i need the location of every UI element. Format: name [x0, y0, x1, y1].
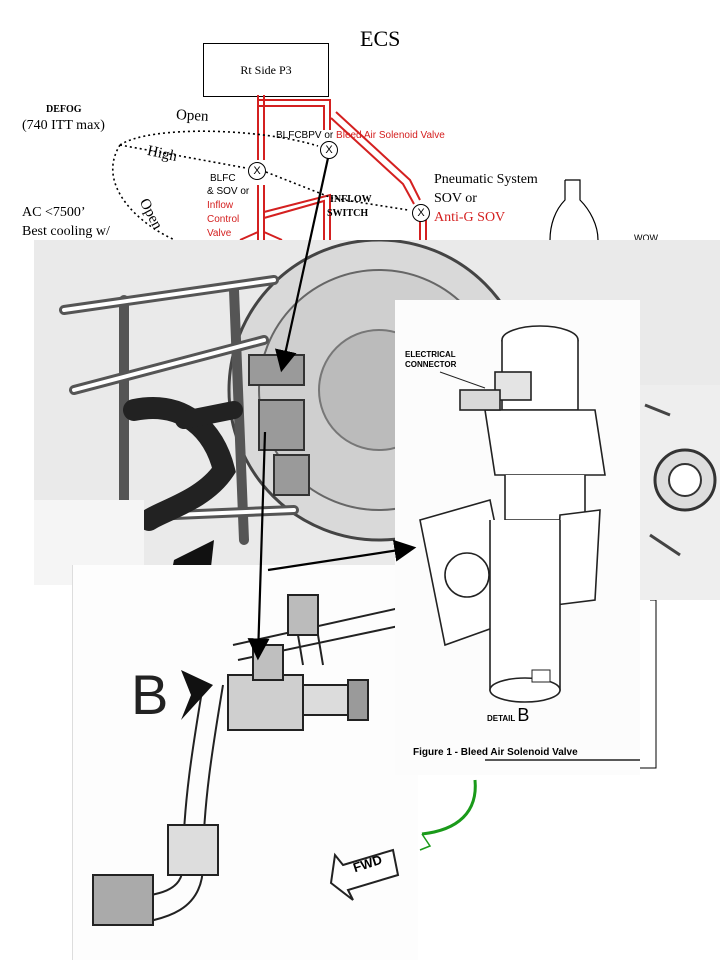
valve-x-marker-2: X [248, 162, 266, 180]
inflow-control-valve-2: Control [207, 214, 240, 225]
best-cooling-label: Best cooling w/ [22, 224, 110, 239]
arrow-to-detail [267, 539, 417, 572]
valve-sketch-illustration [73, 565, 418, 960]
inflow-control-valve-1: Inflow [207, 200, 234, 211]
pneumatic-system-label-2: SOV or [434, 191, 477, 206]
page-title: ECS [360, 26, 401, 51]
inflow-control-valve-3: Valve [207, 228, 232, 239]
wow-label: WOW [634, 233, 658, 243]
view-letter-b: B [131, 663, 169, 726]
electrical-connector-label-1: ELECTRICAL [405, 350, 456, 359]
valve-x-marker-3: X [412, 204, 430, 222]
blfc-label-2: & SOV or [207, 186, 250, 197]
coupling-illustration [640, 385, 720, 600]
defog-label: DEFOG [46, 104, 82, 115]
bleed-air-solenoid-valve-text: Bleed Air Solenoid Valve [336, 130, 445, 141]
rt-side-p3-label: Rt Side P3 [240, 62, 292, 77]
valve-sketch-panel: B FWD [72, 565, 418, 960]
itt-max-label: (740 ITT max) [22, 118, 105, 133]
green-arrow [421, 779, 477, 836]
blfcbpv-text: BLFCBPV [276, 130, 322, 141]
detail-letter: B [517, 705, 530, 725]
arrow-to-sketch-valve [247, 431, 270, 661]
pneumatic-system-label-1: Pneumatic System [434, 172, 538, 187]
ac-limit-label: AC <7500’ [22, 205, 86, 220]
blfcbpv-label: BLFCBPV or Bleed Air Solenoid Valve [276, 130, 445, 142]
blfc-label-1: BLFC [210, 173, 236, 184]
detail-text: DETAIL [487, 714, 516, 723]
or-text: or [324, 130, 334, 141]
inflow-switch-label-2: SWITCH [327, 208, 369, 219]
detail-b-illustration [395, 300, 640, 775]
detail-b-panel: ELECTRICAL CONNECTOR DETAIL B Figure 1 -… [395, 300, 640, 775]
anti-g-sov-label: Anti-G SOV [434, 210, 506, 225]
electrical-connector-label-2: CONNECTOR [405, 360, 457, 369]
figure-caption: Figure 1 - Bleed Air Solenoid Valve [413, 747, 578, 758]
coupling-photo-fragment [640, 385, 720, 600]
rt-side-p3-box: Rt Side P3 [203, 43, 329, 97]
inflow-switch-label-1: INFLOW [330, 194, 372, 205]
arrow-to-photo-valve [275, 157, 330, 373]
detail-label: DETAIL B [487, 705, 529, 726]
